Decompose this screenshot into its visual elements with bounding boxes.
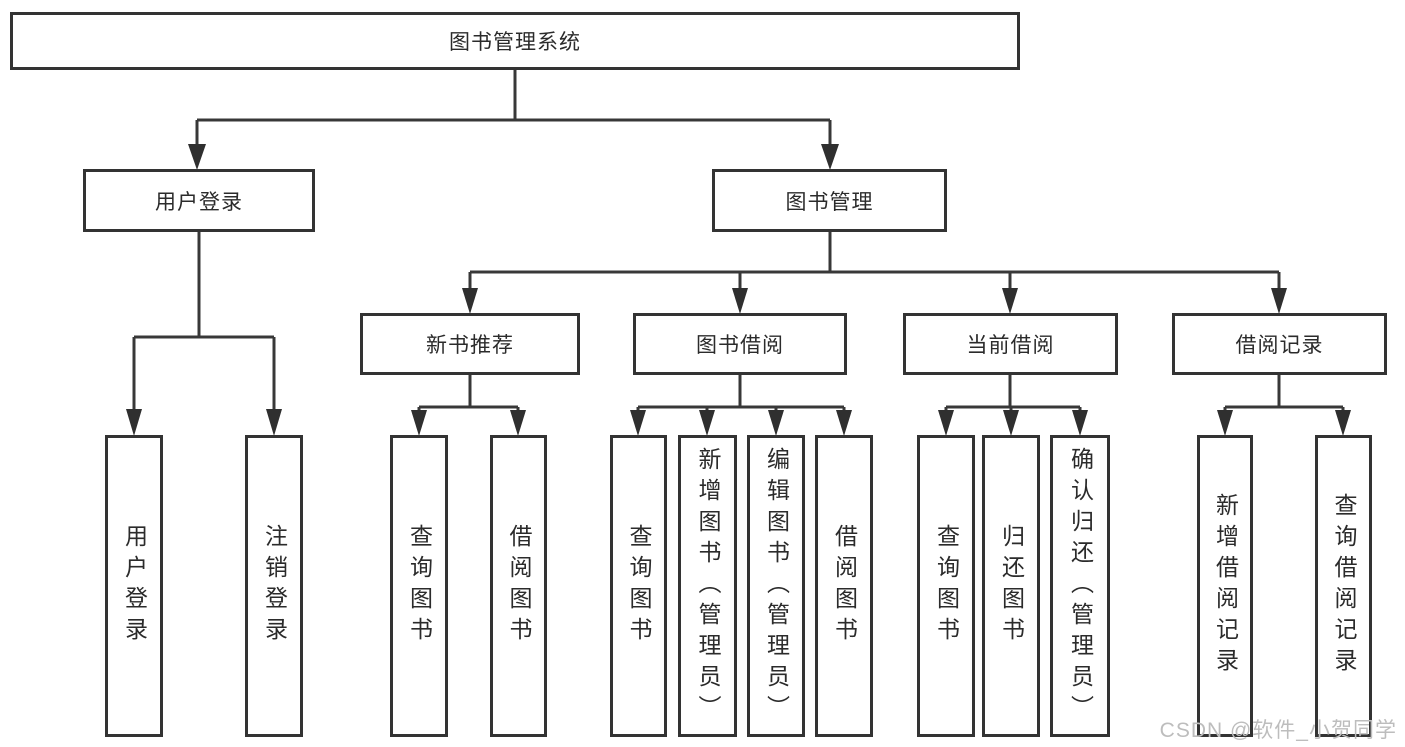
node-current-borrowing: 当前借阅 xyxy=(903,313,1118,375)
node-new-book-recommend: 新书推荐 xyxy=(360,313,580,375)
leaf-borrow-book-recommend: 借阅图书 xyxy=(490,435,547,737)
leaf-borrow-book-borrowing: 借阅图书 xyxy=(815,435,873,737)
node-borrowing-records: 借阅记录 xyxy=(1172,313,1387,375)
leaf-add-borrow-record: 新增借阅记录 xyxy=(1197,435,1253,737)
node-book-borrowing: 图书借阅 xyxy=(633,313,847,375)
leaf-logout: 注销登录 xyxy=(245,435,303,737)
node-user-login: 用户登录 xyxy=(83,169,315,232)
leaf-query-book-borrowing: 查询图书 xyxy=(610,435,667,737)
leaf-edit-book-admin: 编辑图书（管理员） xyxy=(747,435,805,737)
leaf-confirm-return-admin: 确认归还（管理员） xyxy=(1050,435,1110,737)
node-library-management-system: 图书管理系统 xyxy=(10,12,1020,70)
leaf-add-book-admin: 新增图书（管理员） xyxy=(678,435,737,737)
leaf-return-book: 归还图书 xyxy=(982,435,1040,737)
watermark-text: CSDN @软件_小贺同学 xyxy=(1159,719,1397,742)
leaf-query-borrow-record: 查询借阅记录 xyxy=(1315,435,1372,737)
leaf-query-book-recommend: 查询图书 xyxy=(390,435,448,737)
leaf-user-login: 用户登录 xyxy=(105,435,163,737)
leaf-query-book-current: 查询图书 xyxy=(917,435,975,737)
node-book-management: 图书管理 xyxy=(712,169,947,232)
